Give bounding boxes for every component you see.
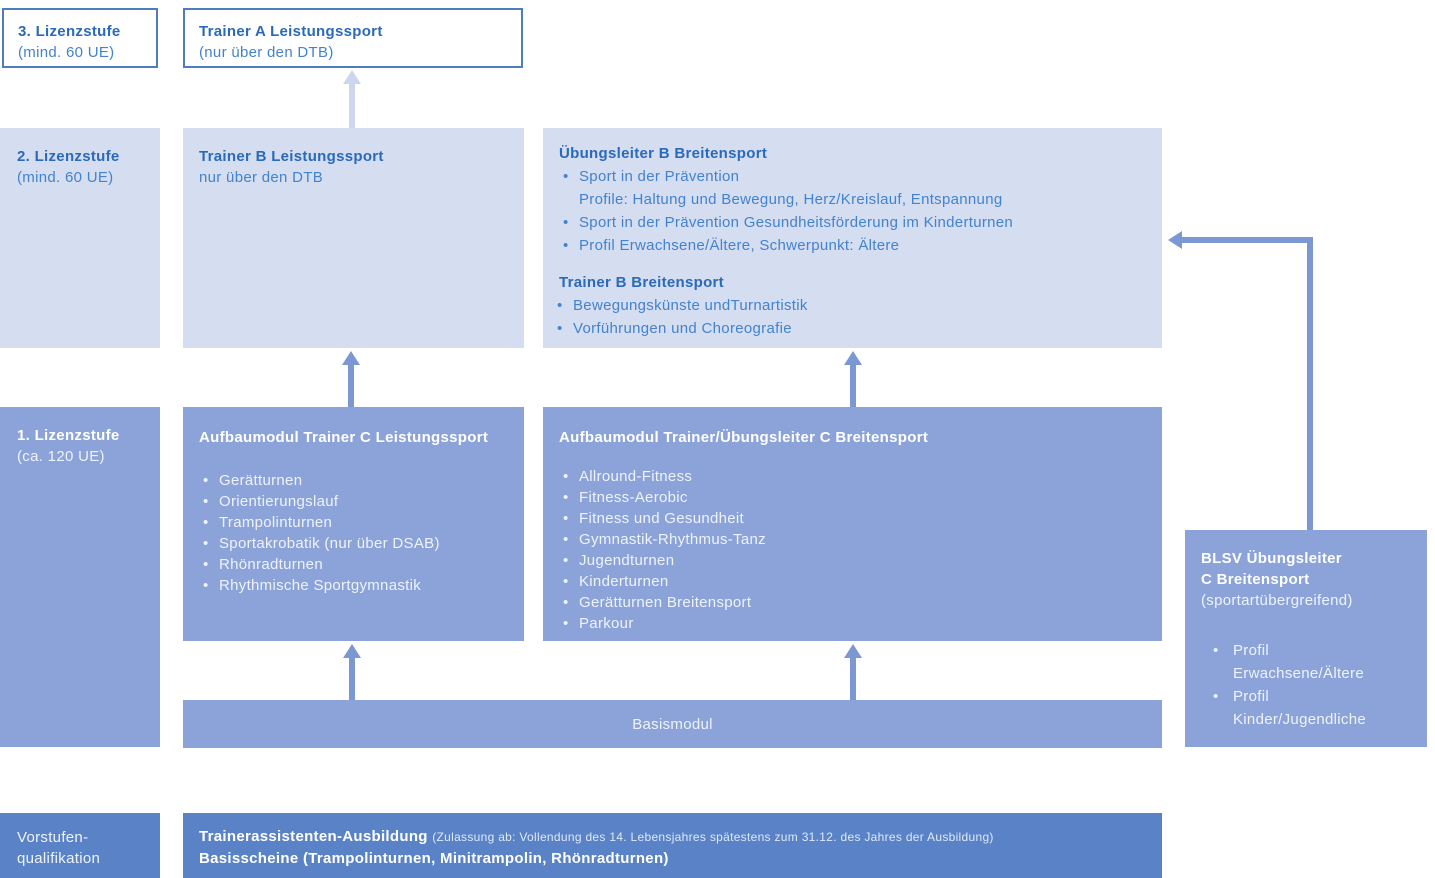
level1-title: 1. Lizenzstufe	[17, 427, 120, 444]
list-item: Sport in der Prävention Gesundheitsförde…	[559, 211, 1146, 234]
level1-subtitle: (ca. 120 UE)	[17, 448, 105, 465]
trainerassistenten-note: (Zulassung ab: Vollendung des 14. Lebens…	[432, 830, 994, 844]
blsv-uebungsleiter-box: BLSV Übungsleiter C Breitensport (sporta…	[1185, 530, 1427, 747]
basismodul-bar: Basismodul	[183, 700, 1162, 748]
trainer-a-title: Trainer A Leistungssport	[199, 23, 383, 40]
list-item: Vorführungen und Choreografie	[553, 317, 1146, 340]
trainerassistenten-bar: Trainerassistenten-Ausbildung (Zulassung…	[183, 813, 1162, 878]
list-item: Orientierungslauf	[199, 491, 508, 512]
aufbaumodul-breitensport-box: Aufbaumodul Trainer/Übungsleiter C Breit…	[543, 407, 1162, 641]
list-item: Rhythmische Sportgymnastik	[199, 575, 508, 596]
level3-subtitle: (mind. 60 UE)	[18, 44, 115, 61]
list-item: Gymnastik-Rhythmus-Tanz	[559, 529, 1146, 550]
vorstufen-label-line1: Vorstufen-	[17, 829, 89, 846]
list-item: Fitness-Aerobic	[559, 487, 1146, 508]
blsv-title-line2: C Breitensport	[1201, 571, 1310, 588]
list-item: Allround-Fitness	[559, 466, 1146, 487]
trainer-a-subtitle: (nur über den DTB)	[199, 44, 334, 61]
list-item: Trampolinturnen	[199, 512, 508, 533]
blsv-title-line1: BLSV Übungsleiter	[1201, 550, 1342, 567]
trainer-b-breitensport-list: Bewegungskünste undTurnartistik Vorführu…	[553, 294, 1146, 340]
blsv-subtitle: (sportartübergreifend)	[1201, 592, 1353, 609]
trainer-a-box: Trainer A Leistungssport (nur über den D…	[183, 8, 523, 68]
blsv-list: Profil Erwachsene/Ältere Profil Kinder/J…	[1201, 639, 1411, 731]
list-item: Fitness und Gesundheit	[559, 508, 1146, 529]
aufbaumodul-leistungssport-list: Gerätturnen Orientierungslauf Trampolint…	[199, 470, 508, 596]
aufbaumodul-breitensport-title: Aufbaumodul Trainer/Übungsleiter C Breit…	[559, 429, 929, 446]
level1-label-box: 1. Lizenzstufe (ca. 120 UE)	[0, 407, 160, 747]
trainer-b-breitensport-title: Trainer B Breitensport	[559, 274, 724, 291]
list-item: Rhönradturnen	[199, 554, 508, 575]
list-item-subline: Profile: Haltung und Bewegung, Herz/Krei…	[579, 191, 1003, 208]
list-item: Gerätturnen	[199, 470, 508, 491]
uebungsleiter-b-title: Übungsleiter B Breitensport	[559, 145, 768, 162]
aufbaumodul-breitensport-list: Allround-Fitness Fitness-Aerobic Fitness…	[559, 466, 1146, 634]
list-item: Sportakrobatik (nur über DSAB)	[199, 533, 508, 554]
list-item: Gerätturnen Breitensport	[559, 592, 1146, 613]
trainer-b-box: Trainer B Leistungssport nur über den DT…	[183, 128, 524, 348]
level3-title: 3. Lizenzstufe	[18, 23, 121, 40]
vorstufen-label-box: Vorstufen- qualifikation	[0, 813, 160, 878]
list-item: Profil Kinder/Jugendliche	[1209, 685, 1411, 731]
uebungsleiter-b-box: Übungsleiter B Breitensport Sport in der…	[543, 128, 1162, 348]
list-item: Kinderturnen	[559, 571, 1146, 592]
aufbaumodul-leistungssport-box: Aufbaumodul Trainer C Leistungssport Ger…	[183, 407, 524, 641]
trainer-b-title: Trainer B Leistungssport	[199, 148, 384, 165]
trainer-b-subtitle: nur über den DTB	[199, 169, 324, 186]
level2-label-box: 2. Lizenzstufe (mind. 60 UE)	[0, 128, 160, 348]
list-item: Profil Erwachsene/Ältere, Schwerpunkt: Ä…	[559, 234, 1146, 257]
trainerassistenten-title: Trainerassistenten-Ausbildung	[199, 828, 428, 845]
list-item: Bewegungskünste undTurnartistik	[553, 294, 1146, 317]
level3-label-box: 3. Lizenzstufe (mind. 60 UE)	[2, 8, 158, 68]
list-item: Sport in der Prävention Profile: Haltung…	[559, 165, 1146, 211]
uebungsleiter-b-list: Sport in der Prävention Profile: Haltung…	[559, 165, 1146, 257]
aufbaumodul-leistungssport-title: Aufbaumodul Trainer C Leistungssport	[199, 429, 489, 446]
list-item: Parkour	[559, 613, 1146, 634]
list-item: Jugendturnen	[559, 550, 1146, 571]
level2-subtitle: (mind. 60 UE)	[17, 169, 114, 186]
list-item: Profil Erwachsene/Ältere	[1209, 639, 1411, 685]
basismodul-label: Basismodul	[632, 715, 713, 733]
vorstufen-label-line2: qualifikation	[17, 850, 101, 867]
basisscheine-line: Basisscheine (Trampolinturnen, Minitramp…	[199, 850, 669, 867]
level2-title: 2. Lizenzstufe	[17, 148, 120, 165]
